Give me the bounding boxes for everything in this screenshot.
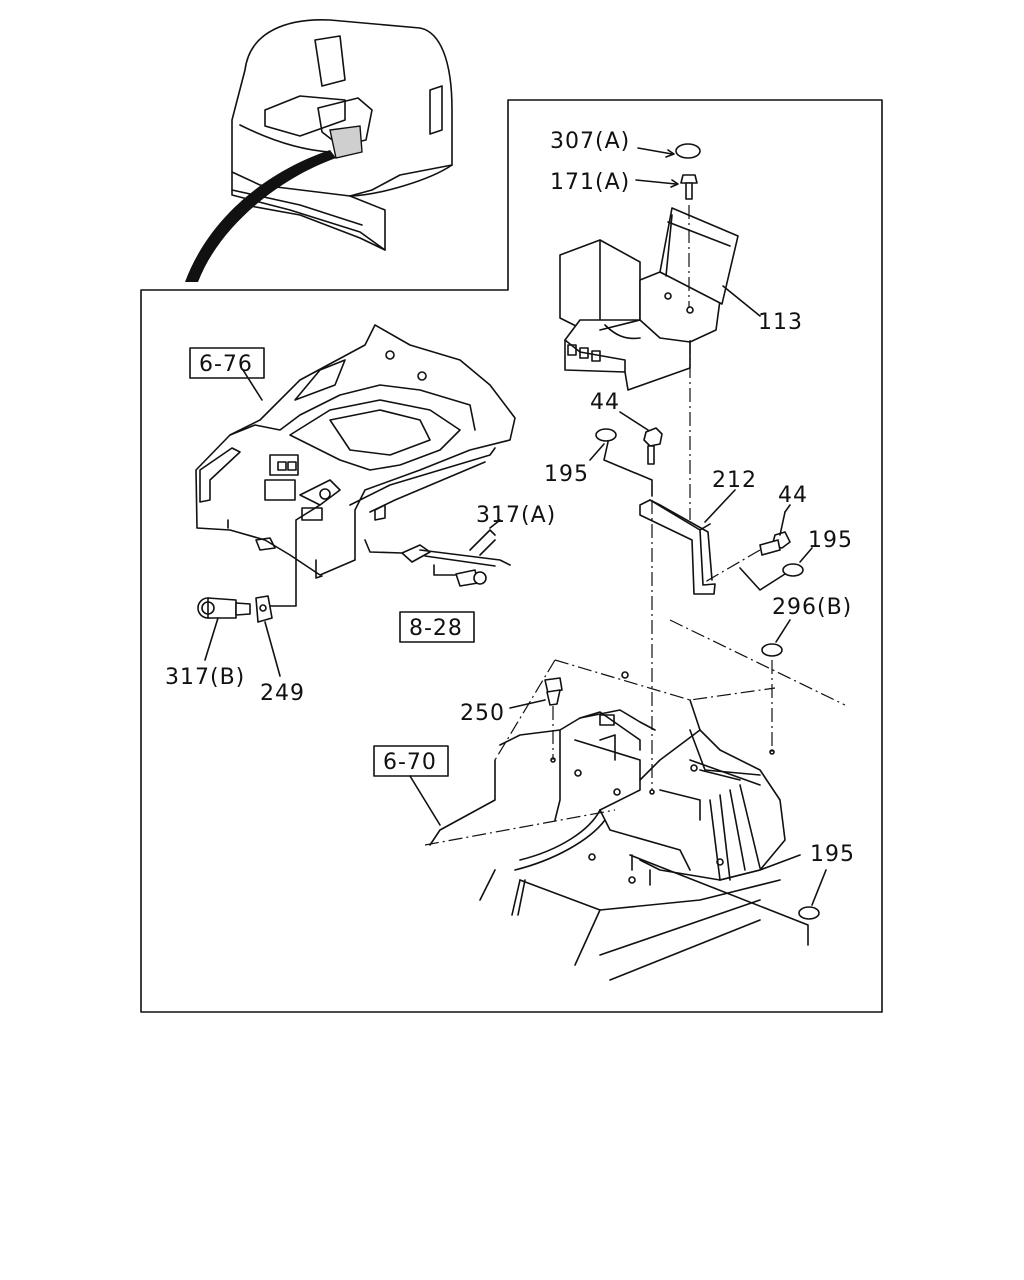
part-113-console-box [559, 207, 761, 391]
part-171a-screw [635, 174, 698, 200]
leader-line-195-upper [589, 443, 605, 461]
label-317a: 317(A) [476, 503, 556, 528]
reference-8-28[interactable]: 8-28 [399, 611, 475, 643]
part-250-fastener [509, 677, 563, 763]
reference-8-28-label: 8-28 [409, 616, 463, 641]
part-6-76-panel [195, 324, 516, 579]
cab-overview-illustration [185, 18, 453, 282]
part-6-70-floor [424, 619, 846, 981]
label-250: 250 [460, 701, 505, 726]
label-249: 249 [260, 681, 305, 706]
detail-frame [140, 99, 883, 1013]
part-44-bolt-right [759, 511, 791, 556]
part-195-washer-right [739, 547, 813, 591]
axis-end-point [649, 789, 655, 795]
label-195-upper: 195 [544, 462, 589, 487]
part-296b-plug [761, 619, 791, 755]
label-113: 113 [758, 310, 803, 335]
label-212: 212 [712, 468, 757, 493]
part-195-washer-upper [595, 428, 653, 497]
part-249-clip [255, 595, 281, 677]
label-44-upper: 44 [590, 390, 620, 415]
part-317a-harness [364, 529, 511, 587]
leader-line-317a [489, 519, 501, 529]
reference-6-76-label: 6-76 [199, 352, 253, 377]
part-212-bracket [639, 489, 736, 595]
leader-line-44-right [784, 504, 791, 513]
label-44-right: 44 [778, 483, 808, 508]
part-44-bolt-upper [619, 411, 663, 465]
reference-6-76[interactable]: 6-76 [189, 347, 265, 379]
reference-6-70[interactable]: 6-70 [373, 745, 449, 777]
part-317b-switch [197, 597, 251, 661]
label-317b: 317(B) [165, 665, 245, 690]
label-307a: 307(A) [550, 129, 630, 154]
reference-6-70-label: 6-70 [383, 750, 437, 775]
label-171a: 171(A) [550, 170, 630, 195]
leader-line-317b [269, 504, 321, 607]
label-195-right: 195 [808, 528, 853, 553]
label-296b: 296(B) [772, 595, 852, 620]
part-307a-cap [637, 143, 701, 159]
part-195-washer-lower [629, 854, 827, 946]
axis-line-44-right [704, 549, 761, 583]
leader-line-6-70 [409, 775, 441, 826]
label-195-lower: 195 [810, 842, 855, 867]
